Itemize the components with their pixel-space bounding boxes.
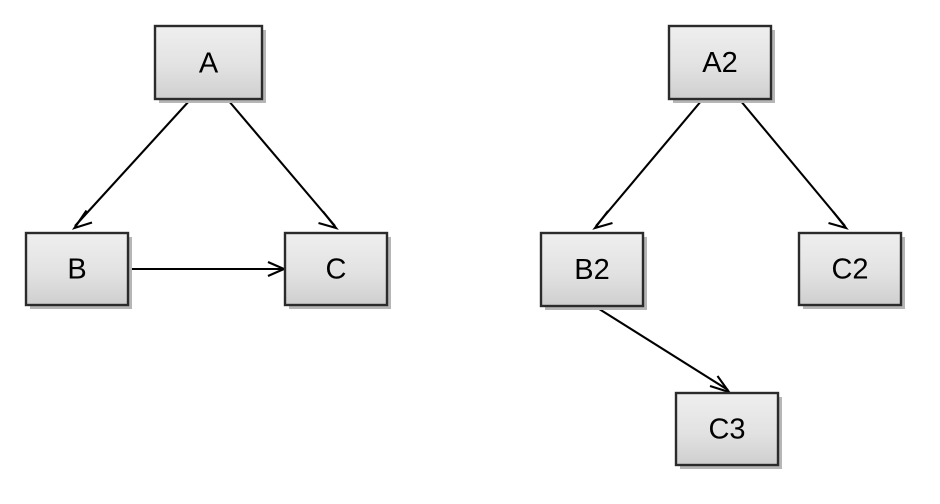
node-a2[interactable]: A2 xyxy=(667,24,775,103)
edge-a2-to-b2[interactable] xyxy=(592,99,703,230)
edge-a-to-c[interactable] xyxy=(227,99,339,230)
graph-left: A B C xyxy=(24,24,391,309)
node-b[interactable]: B xyxy=(24,231,132,309)
edge-b-to-c[interactable] xyxy=(129,261,287,277)
node-b2[interactable]: B2 xyxy=(539,231,647,310)
edge-a-to-b[interactable] xyxy=(71,99,191,230)
node-c3[interactable]: C3 xyxy=(674,391,782,469)
node-a[interactable]: A xyxy=(153,24,266,103)
graph-right: A2 B2 C2 C3 xyxy=(539,24,905,469)
node-c[interactable]: C xyxy=(283,231,391,309)
edge-b2-to-c3[interactable] xyxy=(595,306,732,394)
node-c2[interactable]: C2 xyxy=(797,231,905,309)
edge-a2-to-c2[interactable] xyxy=(739,99,849,230)
